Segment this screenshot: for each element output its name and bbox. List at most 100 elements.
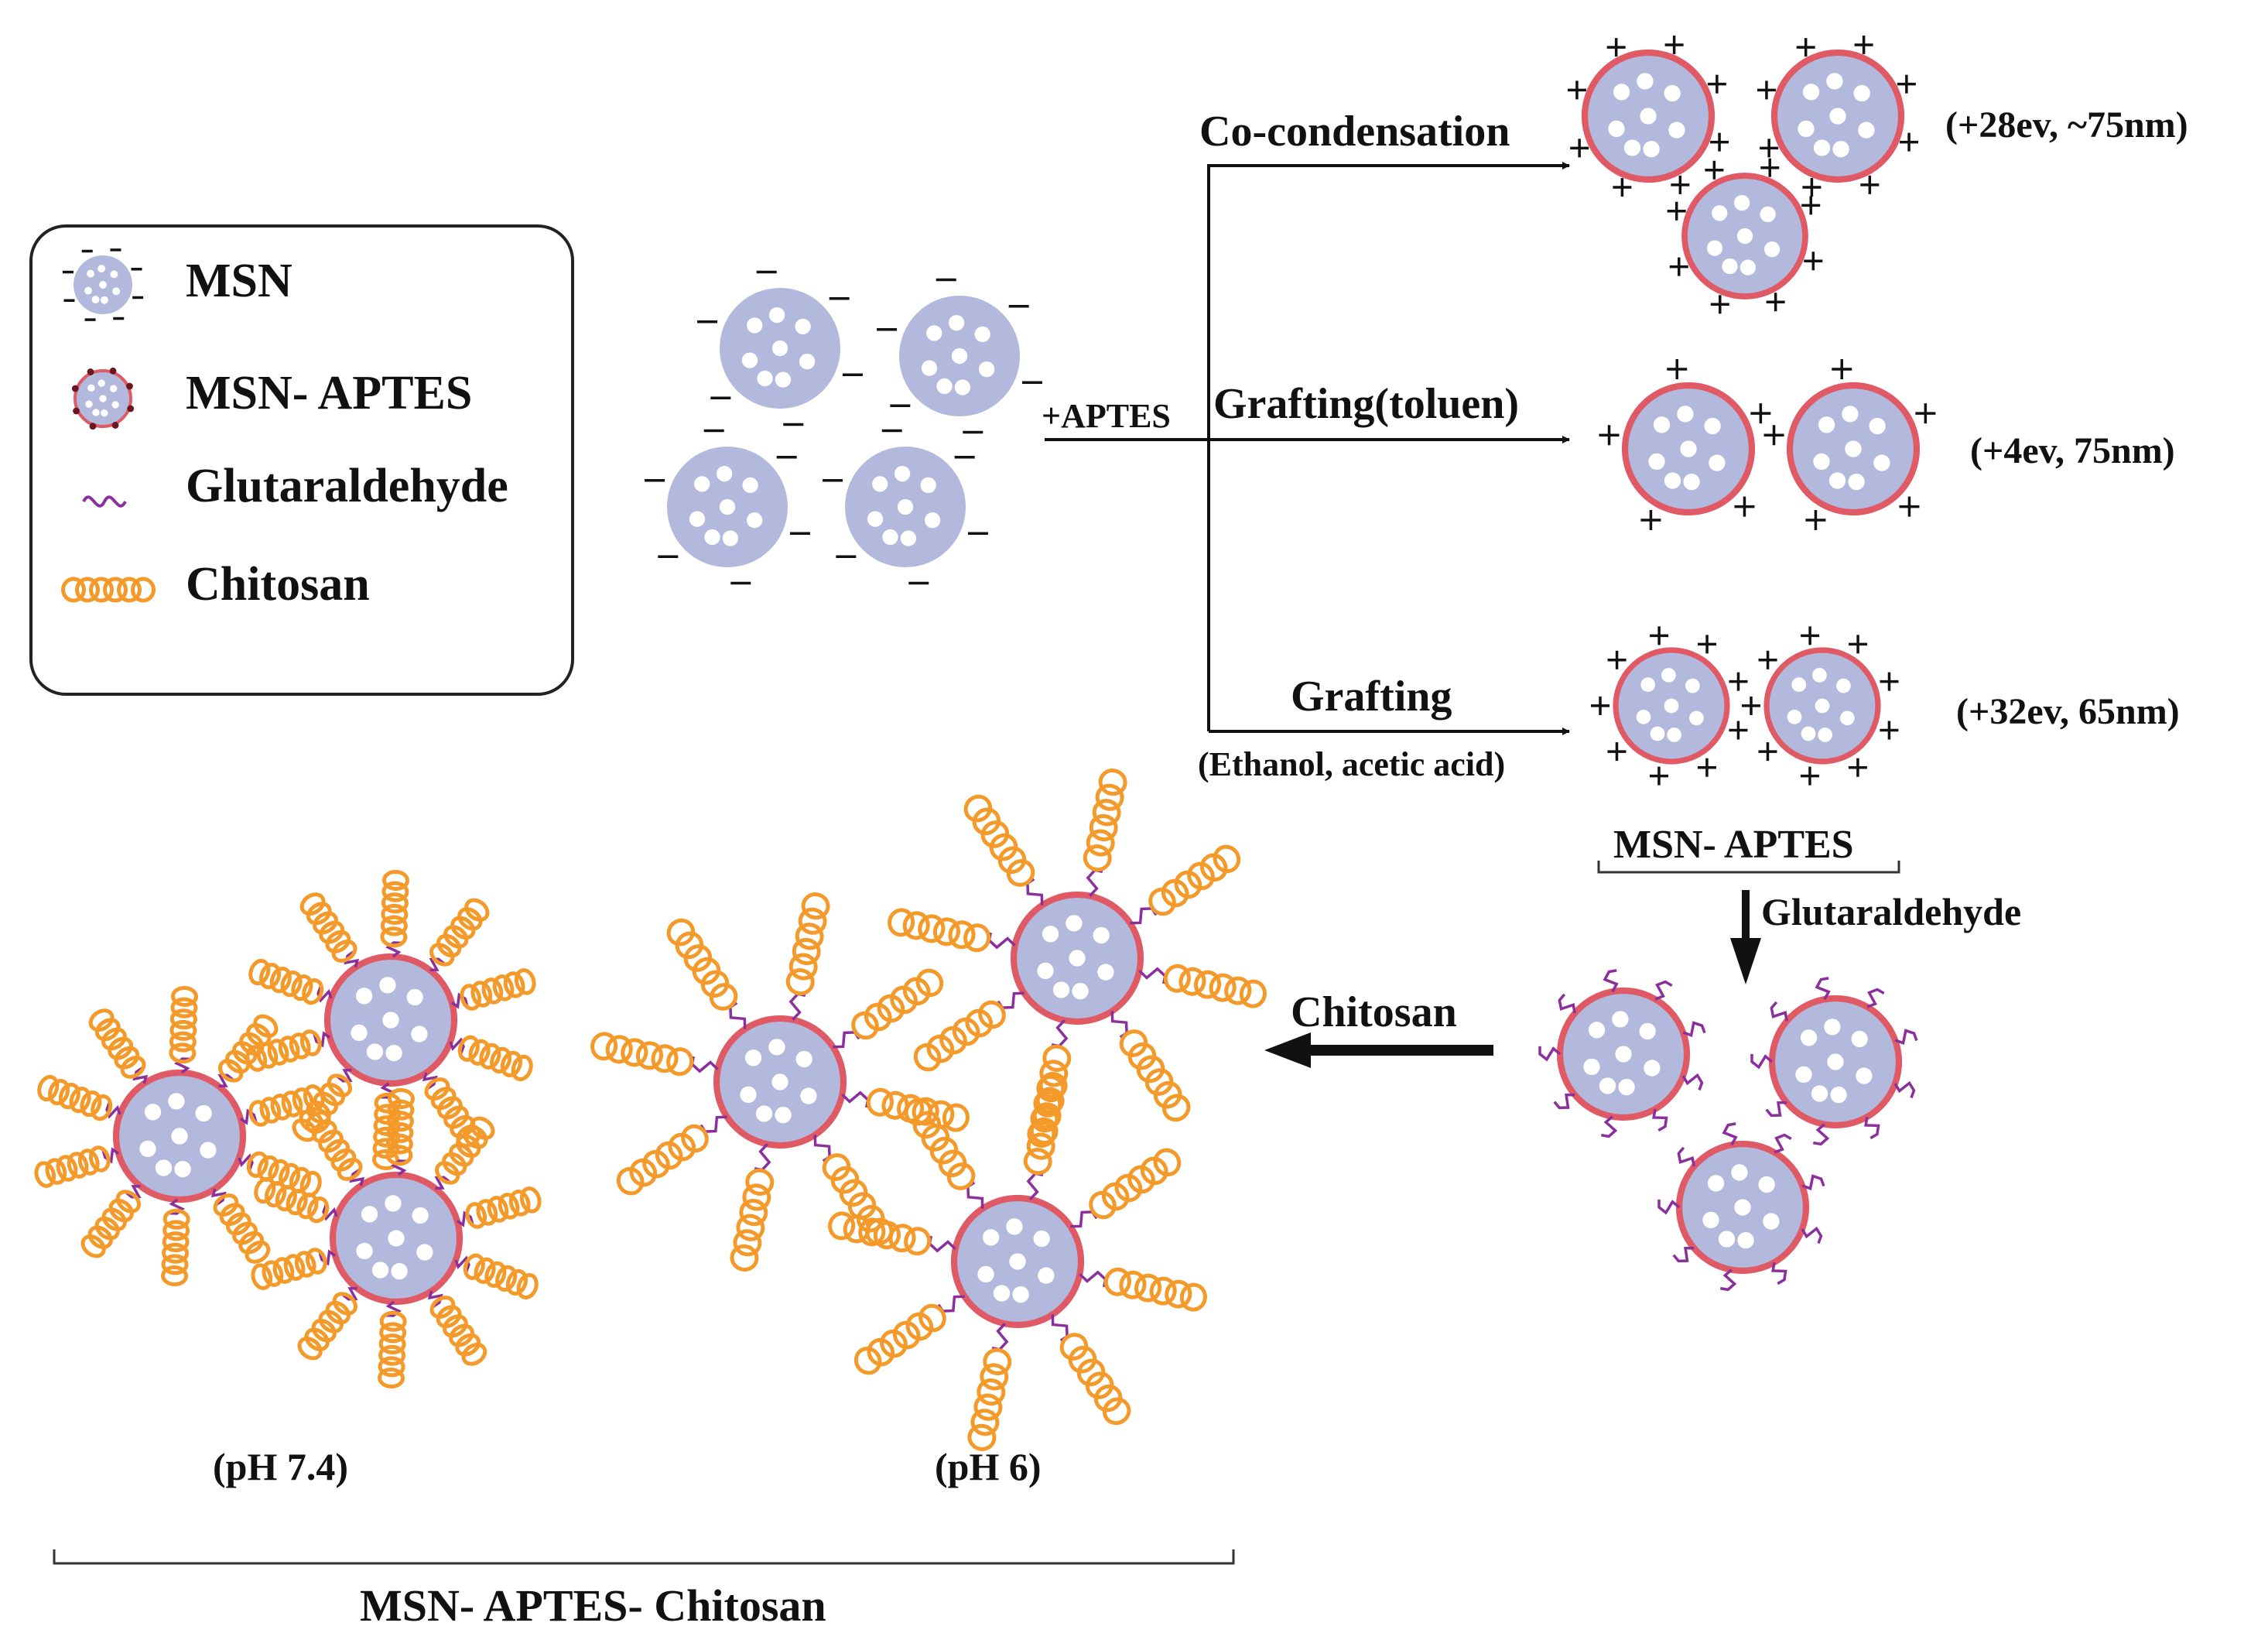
glutaraldehyde-linker xyxy=(217,1073,234,1088)
pore xyxy=(412,1207,429,1224)
pore xyxy=(867,511,884,527)
pore xyxy=(740,1086,757,1104)
route-result-grafting-toluen: (+4ev, 75nm) xyxy=(1970,430,2175,471)
pore xyxy=(1722,258,1738,275)
pore xyxy=(1828,472,1846,489)
pore xyxy=(795,318,811,335)
chitosan-chain xyxy=(616,1124,709,1196)
chitosan-chain xyxy=(963,794,1035,887)
chitosan-chain xyxy=(378,1310,407,1389)
glutaraldehyde-linker xyxy=(316,985,333,1003)
msn-particle xyxy=(645,429,810,585)
pore xyxy=(1643,140,1660,158)
pore xyxy=(1813,453,1830,471)
route-label-co-condensation: Co-condensation xyxy=(1199,108,1510,156)
ph-label-6: (pH 6) xyxy=(935,1445,1042,1488)
glutaraldehyde-linker xyxy=(1558,993,1576,1014)
pore xyxy=(1613,84,1630,101)
pore xyxy=(1599,1077,1616,1094)
pore xyxy=(1615,1046,1632,1063)
pore xyxy=(741,352,758,368)
msn-particle-icon xyxy=(62,248,144,321)
glutaraldehyde-linker xyxy=(1770,1001,1788,1022)
msn-particle xyxy=(877,278,1042,434)
pore xyxy=(1824,1018,1841,1036)
glutaraldehyde-linker xyxy=(1750,1053,1774,1070)
pore xyxy=(1763,1213,1780,1230)
pore xyxy=(716,465,733,482)
glutaraldehyde-linker xyxy=(313,1031,331,1048)
pore xyxy=(366,1043,384,1060)
pore xyxy=(894,465,911,482)
pore xyxy=(1640,677,1656,692)
pore xyxy=(385,1044,402,1062)
pore xyxy=(747,317,763,334)
chitosan-step: Chitosan xyxy=(1264,988,1493,1068)
pore xyxy=(97,265,106,273)
pore xyxy=(1097,964,1114,981)
msn-aptes-bracket: MSN- APTES xyxy=(1597,823,1900,874)
pore xyxy=(1650,726,1665,741)
pore xyxy=(110,270,118,279)
pore xyxy=(112,287,121,296)
amine-dot xyxy=(127,405,135,413)
pore xyxy=(1038,1267,1055,1284)
pore xyxy=(1801,726,1816,741)
glutaraldehyde-linker xyxy=(690,1056,719,1073)
pore xyxy=(924,512,941,529)
pore xyxy=(1802,84,1820,101)
glutaraldehyde-linker xyxy=(1894,1029,1918,1045)
pore xyxy=(704,529,720,546)
pore xyxy=(1800,1029,1818,1046)
glutaraldehyde-linker xyxy=(1893,1080,1916,1099)
pore xyxy=(1009,1253,1026,1270)
chitosan-arrow-head xyxy=(1264,1032,1311,1068)
glutaraldehyde-arrow-head xyxy=(1730,938,1761,984)
pore xyxy=(921,360,938,376)
msn-aptes-particle xyxy=(1742,626,1899,786)
glutaraldehyde-linker xyxy=(1774,1133,1792,1154)
pore xyxy=(1612,1011,1629,1028)
glutaraldehyde-linker xyxy=(1815,977,1831,1001)
pore xyxy=(139,1140,156,1158)
pore xyxy=(1623,139,1641,156)
pore xyxy=(1827,1053,1844,1070)
pore xyxy=(1869,417,1886,435)
glutaraldehyde-linker xyxy=(1051,1019,1069,1048)
msn-aptes-particle xyxy=(1567,35,1729,197)
pore xyxy=(768,1039,785,1056)
pore xyxy=(694,476,710,492)
glutaraldehyde-linker xyxy=(341,1286,358,1301)
msn-aptes-chitosan-particle-ph6 xyxy=(590,892,970,1272)
pore xyxy=(195,1104,212,1122)
chitosan-coil-icon xyxy=(61,577,156,603)
pore xyxy=(872,476,888,492)
pore xyxy=(1791,677,1807,692)
chitosan-chain xyxy=(169,985,198,1064)
pore xyxy=(351,1024,368,1042)
msn-aptes-group-label: MSN- APTES xyxy=(1613,823,1854,867)
pore xyxy=(171,1128,188,1145)
pore xyxy=(97,379,105,387)
msn-aptes-glutaraldehyde-particle xyxy=(1657,1122,1825,1292)
pore xyxy=(948,314,965,331)
msn-aptes-chitosan-group xyxy=(34,769,1267,1451)
pore xyxy=(775,371,792,388)
msn-aptes-chitosan-particle-ph7-4 xyxy=(245,869,536,1171)
chitosan-chain xyxy=(435,1116,495,1185)
chitosan-chain xyxy=(297,1292,357,1361)
chitosan-chain xyxy=(1148,844,1241,916)
amine-dot xyxy=(89,423,97,430)
chitosan-chain xyxy=(245,1029,322,1072)
glutaraldehyde-linker xyxy=(450,992,469,1009)
chitosan-chain xyxy=(463,1253,539,1300)
pore xyxy=(689,511,706,527)
glutaraldehyde-linker xyxy=(1538,1046,1562,1062)
glutaraldehyde-linker xyxy=(1722,1122,1738,1146)
route-label-grafting-toluen: Grafting(toluen) xyxy=(1213,380,1519,428)
pore xyxy=(87,384,95,392)
glutaraldehyde-linker xyxy=(174,1057,190,1074)
glutaraldehyde-linker xyxy=(1864,1116,1880,1140)
pore xyxy=(719,498,736,515)
